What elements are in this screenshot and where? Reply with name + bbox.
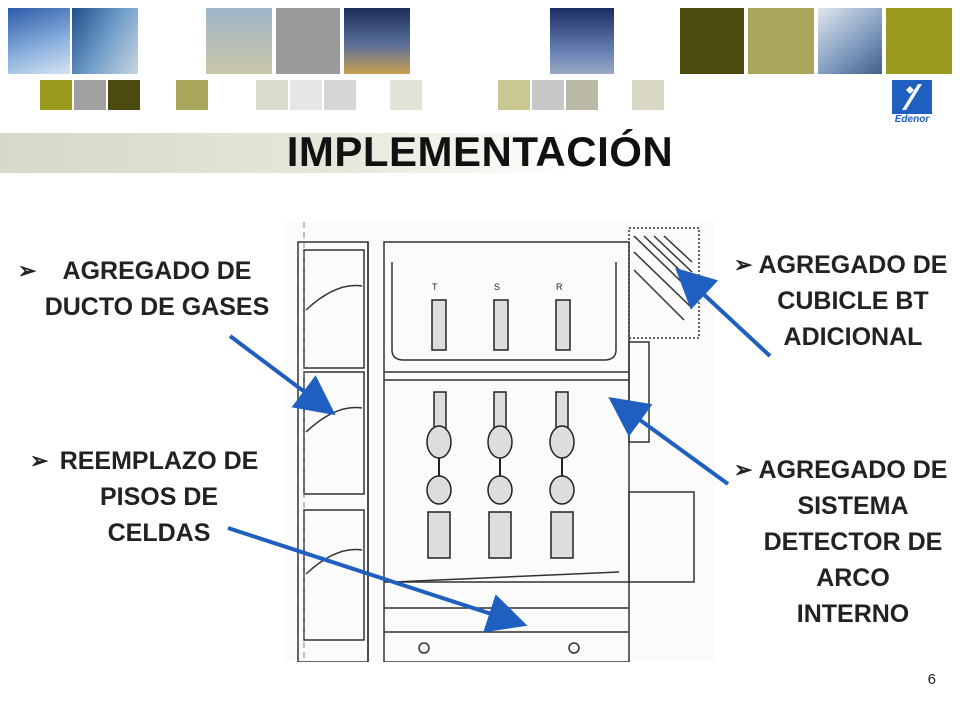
- edenor-logo: Edenor: [888, 80, 936, 128]
- switchgear-diagram: T S R: [284, 222, 714, 662]
- bullet-detector-text: AGREGADO DE SISTEMA DETECTOR DE ARCO INT…: [758, 456, 948, 628]
- header-tile-light: [616, 8, 678, 74]
- header-photo-substation: [206, 8, 272, 74]
- phase-label-s: S: [494, 282, 501, 292]
- logo-text: Edenor: [894, 114, 930, 125]
- header-small-tile: [324, 80, 356, 110]
- header-small-tile: [256, 80, 288, 110]
- header-tile-olive-light: [748, 8, 814, 74]
- header-photo-city-night: [344, 8, 410, 74]
- header-small-tile: [498, 80, 530, 110]
- header-small-tile: [566, 80, 598, 110]
- slide-title: IMPLEMENTACIÓN: [286, 128, 674, 175]
- header-small-tile: [290, 80, 322, 110]
- bullet-pisos-de-celdas: ➢ REEMPLAZO DE PISOS DE CELDAS: [14, 443, 264, 551]
- header-photo-towers: [550, 8, 614, 74]
- header-small-tile: [74, 80, 106, 110]
- header-small-tile: [532, 80, 564, 110]
- header-small-tile: [176, 80, 208, 110]
- bullet-ducto-text: AGREGADO DE DUCTO DE GASES: [44, 257, 270, 321]
- bullet-ducto-de-gases: ➢ AGREGADO DE DUCTO DE GASES: [14, 253, 274, 325]
- header-photo-worker: [72, 8, 138, 74]
- bullet-marker-icon: ➢: [734, 457, 753, 482]
- header-small-tile: [40, 80, 72, 110]
- header-small-tile: [108, 80, 140, 110]
- bullet-pisos-text: REEMPLAZO DE PISOS DE CELDAS: [59, 447, 259, 547]
- title-band: [0, 133, 960, 173]
- bullet-marker-icon: ➢: [30, 448, 49, 473]
- header-tile: [140, 8, 202, 74]
- page-number: 6: [927, 671, 936, 688]
- header-tile-dark-olive: [680, 8, 744, 74]
- header-photo-solar: [8, 8, 70, 74]
- bullet-marker-icon: ➢: [734, 252, 753, 277]
- bullet-cubicle-text: AGREGADO DE CUBICLE BT ADICIONAL: [758, 251, 948, 351]
- header-small-tile: [632, 80, 664, 110]
- header-small-tile: [390, 80, 422, 110]
- phase-label-r: R: [556, 282, 563, 292]
- header-tile-gray: [276, 8, 340, 74]
- header-photo-technician: [818, 8, 882, 74]
- phase-label-t: T: [432, 282, 438, 292]
- bullet-cubicle-bt: ➢ AGREGADO DE CUBICLE BT ADICIONAL: [728, 247, 948, 355]
- header-tile-olive: [886, 8, 952, 74]
- bullet-marker-icon: ➢: [18, 258, 37, 283]
- bullet-detector-arco: ➢ AGREGADO DE SISTEMA DETECTOR DE ARCO I…: [728, 452, 948, 632]
